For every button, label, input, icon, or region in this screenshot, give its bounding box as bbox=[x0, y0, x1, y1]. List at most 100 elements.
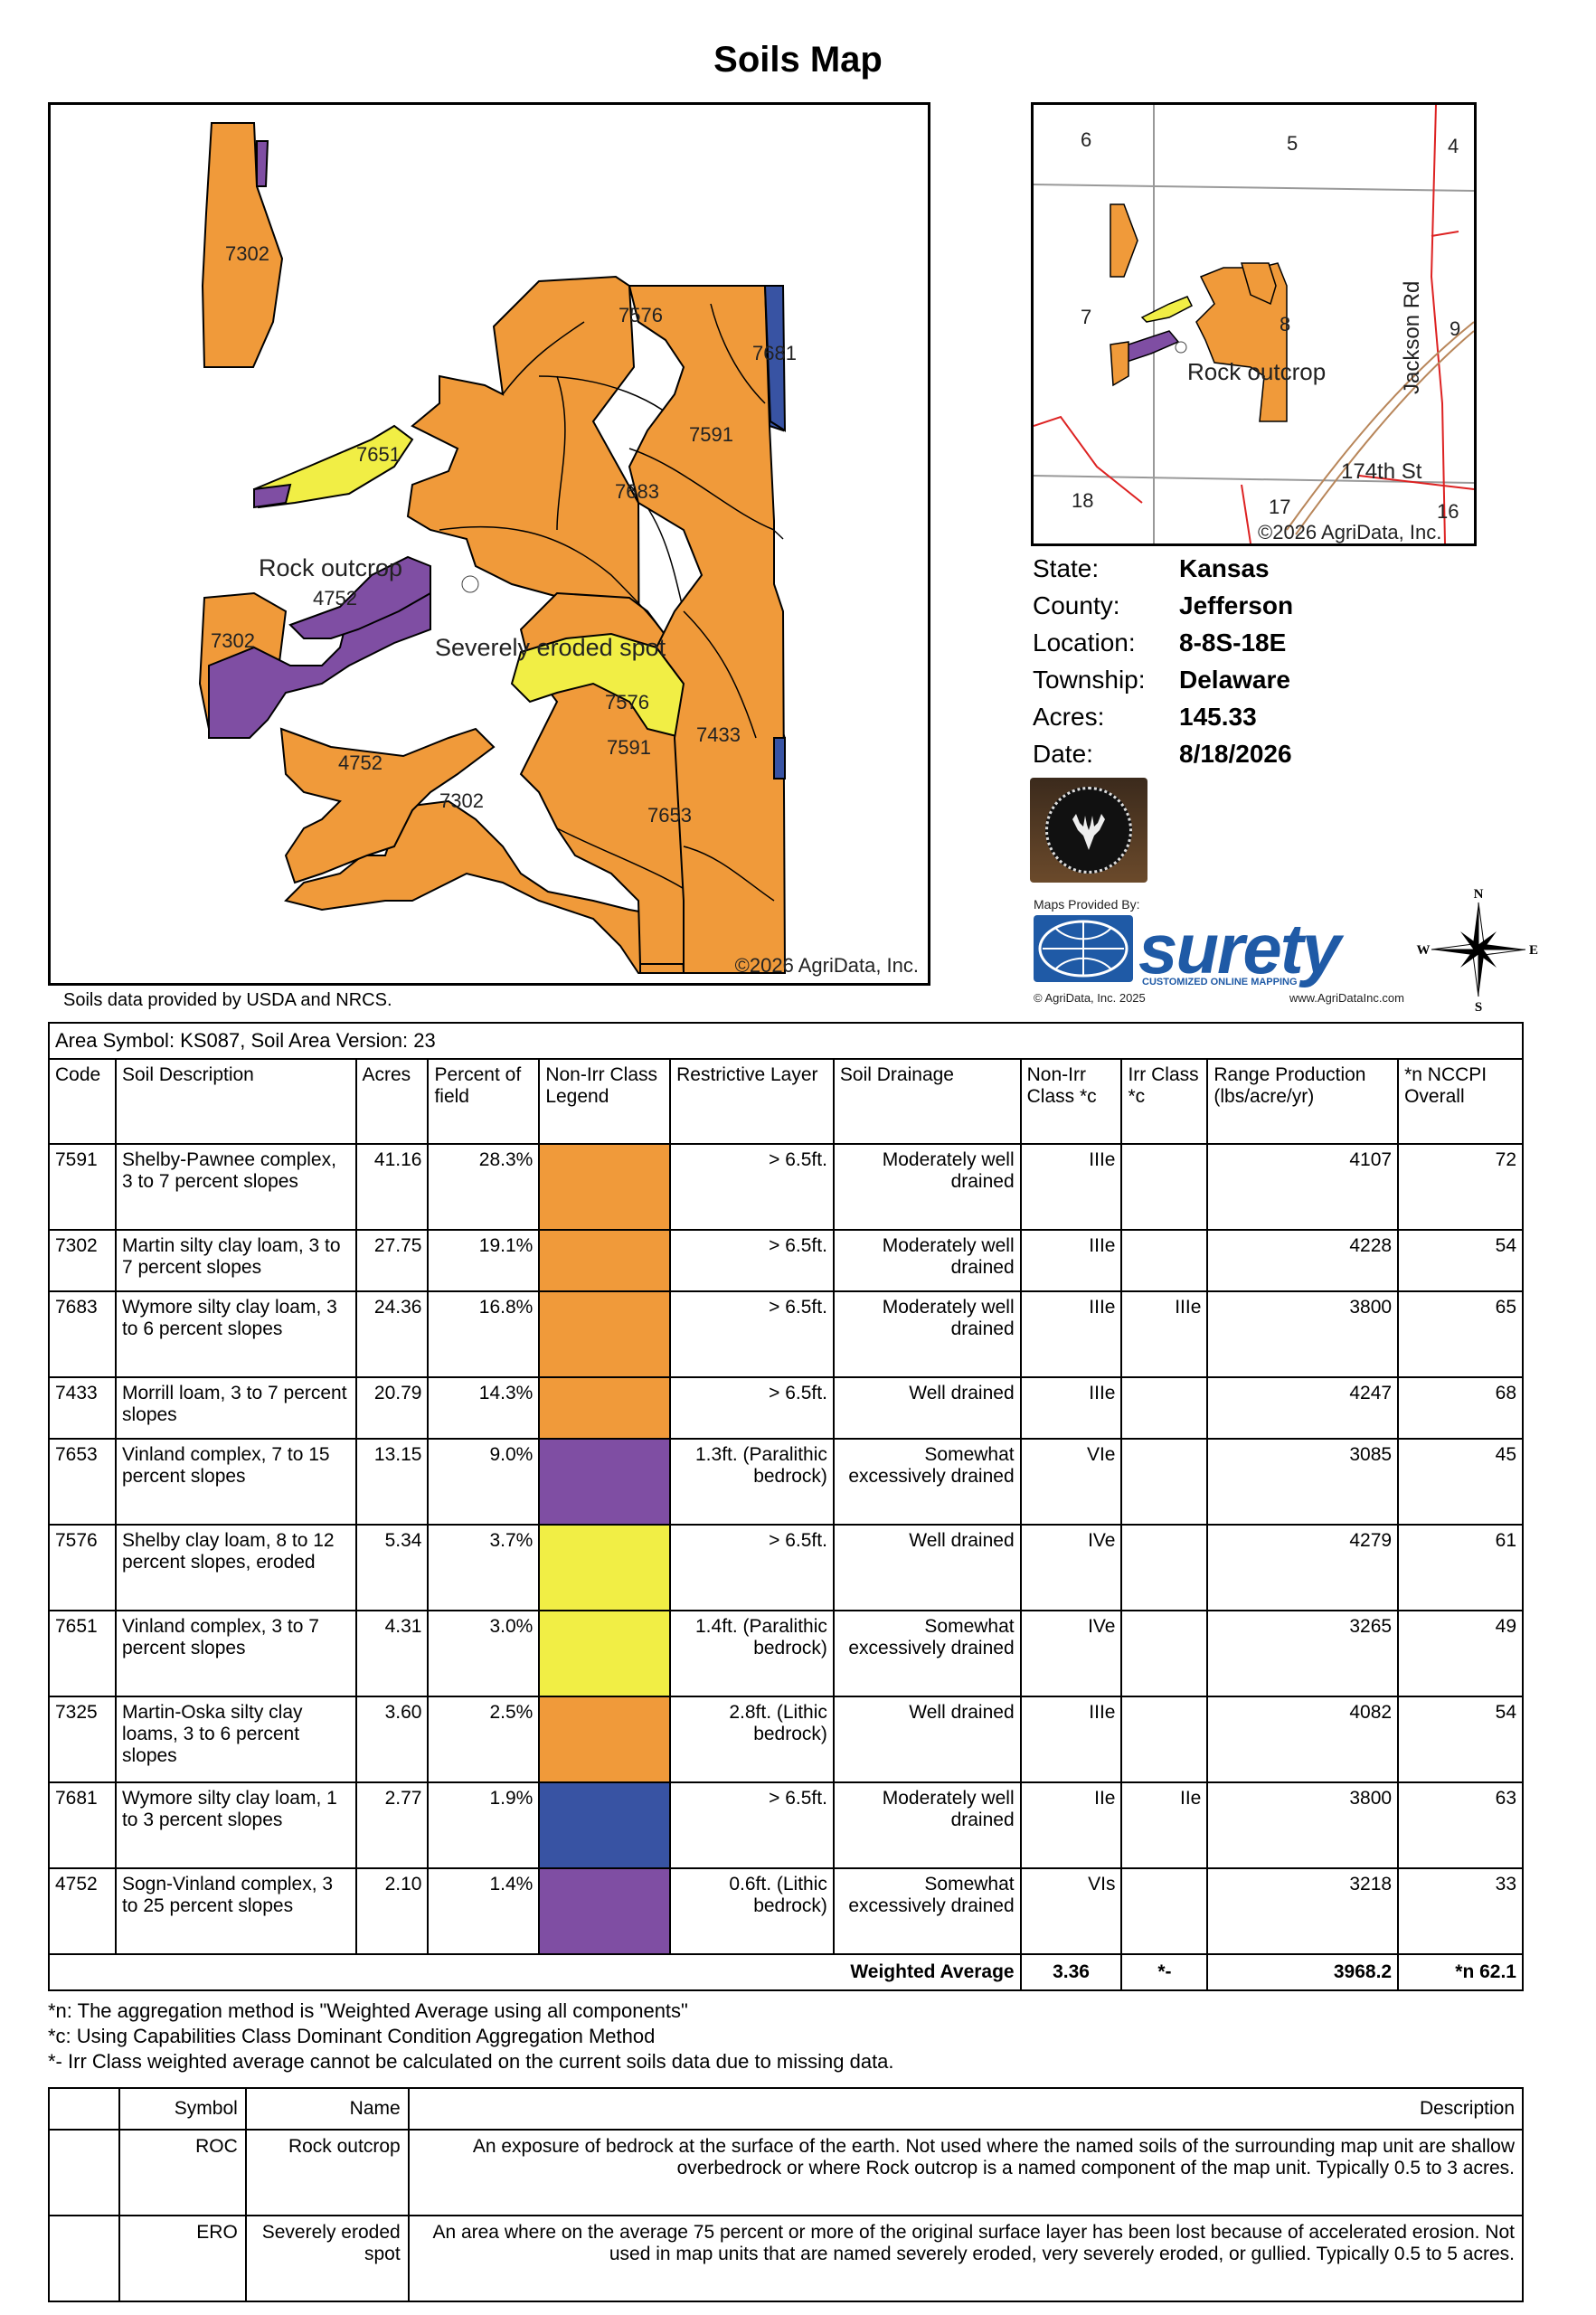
soil-drainage: Well drained bbox=[832, 1696, 1022, 1783]
info-row-location: Location: 8-8S-18E bbox=[1033, 624, 1485, 661]
info-label: State: bbox=[1033, 553, 1100, 582]
inset-section-4: 4 bbox=[1448, 135, 1459, 157]
inset-section-6: 6 bbox=[1081, 128, 1092, 151]
table-header-row: Code Soil Description Acres Percent of f… bbox=[48, 1058, 1524, 1145]
legend-symbol: ERO bbox=[118, 2215, 247, 2302]
soil-irr-class bbox=[1120, 1610, 1209, 1697]
soil-nccpi: 68 bbox=[1397, 1376, 1524, 1440]
soil-acres: 4.31 bbox=[354, 1610, 430, 1697]
soil-nonirr-class: IVe bbox=[1019, 1524, 1123, 1611]
soil-description: Vinland complex, 3 to 7 percent slopes bbox=[114, 1610, 357, 1697]
inset-section-16: 16 bbox=[1437, 500, 1459, 523]
soil-nccpi: 33 bbox=[1397, 1867, 1524, 1955]
soil-range-production: 4247 bbox=[1206, 1376, 1400, 1440]
provider-title: Maps Provided By: bbox=[1034, 897, 1140, 912]
info-value: 8-8S-18E bbox=[1179, 628, 1287, 657]
soil-unit-7576-south bbox=[510, 632, 694, 740]
soil-drainage: Well drained bbox=[832, 1524, 1022, 1611]
info-row-township: Township: Delaware bbox=[1033, 661, 1485, 698]
soil-restrictive-layer: > 6.5ft. bbox=[669, 1290, 835, 1378]
col-acres: Acres bbox=[354, 1058, 430, 1145]
footnotes: *n: The aggregation method is "Weighted … bbox=[48, 1998, 894, 2074]
soil-unit-7651-purple bbox=[253, 483, 292, 509]
col-range-production: Range Production (lbs/acre/yr) bbox=[1206, 1058, 1400, 1145]
soil-drainage: Moderately well drained bbox=[832, 1143, 1022, 1231]
soil-restrictive-layer: 1.4ft. (Paralithic bedrock) bbox=[669, 1610, 835, 1697]
soil-code: 7302 bbox=[48, 1229, 117, 1292]
col-nccpi: *n NCCPI Overall bbox=[1397, 1058, 1524, 1145]
map-label-7683: 7683 bbox=[615, 480, 659, 503]
footnote-c: *c: Using Capabilities Class Dominant Co… bbox=[48, 2025, 656, 2047]
info-label: Location: bbox=[1033, 628, 1136, 657]
soil-nccpi: 61 bbox=[1397, 1524, 1524, 1611]
soil-nonirr-class: VIs bbox=[1019, 1867, 1123, 1955]
soil-nccpi: 45 bbox=[1397, 1438, 1524, 1526]
soil-nonirr-class: IIIe bbox=[1019, 1143, 1123, 1231]
inset-section-8: 8 bbox=[1280, 313, 1291, 335]
soil-restrictive-layer: 0.6ft. (Lithic bedrock) bbox=[669, 1867, 835, 1955]
map-label-7576: 7576 bbox=[619, 304, 663, 326]
soil-irr-class bbox=[1120, 1376, 1209, 1440]
soil-description: Wymore silty clay loam, 3 to 6 percent s… bbox=[114, 1290, 357, 1378]
soil-acres: 20.79 bbox=[354, 1376, 430, 1440]
surety-wordmark: surety bbox=[1138, 909, 1341, 988]
legend-col-name: Name bbox=[244, 2087, 410, 2131]
provider-url[interactable]: www.AgriDataInc.com bbox=[1289, 991, 1404, 1005]
legend-name: Rock outcrop bbox=[244, 2129, 410, 2216]
soil-drainage: Well drained bbox=[832, 1376, 1022, 1440]
soil-description: Shelby-Pawnee complex, 3 to 7 percent sl… bbox=[114, 1143, 357, 1231]
map-symbol-legend-table: Symbol Name Description ROC Rock outcrop… bbox=[48, 2087, 1525, 2302]
soil-nonirr-class: IIIe bbox=[1019, 1376, 1123, 1440]
main-soils-map[interactable]: 7302 7576 7681 7651 7591 7683 Rock outcr… bbox=[48, 102, 930, 986]
soil-description: Vinland complex, 7 to 15 percent slopes bbox=[114, 1438, 357, 1526]
soil-percent: 28.3% bbox=[427, 1143, 541, 1231]
soil-class-swatch bbox=[538, 1696, 672, 1783]
soil-range-production: 3265 bbox=[1206, 1610, 1400, 1697]
soil-percent: 2.5% bbox=[427, 1696, 541, 1783]
legend-description: An exposure of bedrock at the surface of… bbox=[407, 2129, 1525, 2216]
provider-copyright: © AgriData, Inc. 2025 bbox=[1034, 991, 1146, 1005]
soil-acres: 3.60 bbox=[354, 1696, 430, 1783]
soil-range-production: 4279 bbox=[1206, 1524, 1400, 1611]
soil-range-production: 4107 bbox=[1206, 1143, 1400, 1231]
soil-acres: 24.36 bbox=[354, 1290, 430, 1378]
area-symbol-row: Area Symbol: KS087, Soil Area Version: 2… bbox=[48, 1022, 1524, 1060]
info-row-state: State: Kansas bbox=[1033, 550, 1485, 587]
legend-description: An area where on the average 75 percent … bbox=[407, 2215, 1525, 2302]
soil-summary-table: Area Symbol: KS087, Soil Area Version: 2… bbox=[48, 1022, 1524, 1991]
soil-class-swatch bbox=[538, 1229, 672, 1292]
col-description: Soil Description bbox=[114, 1058, 357, 1145]
map-label-4752: 4752 bbox=[313, 587, 357, 609]
compass-n: N bbox=[1474, 887, 1484, 902]
soil-percent: 3.7% bbox=[427, 1524, 541, 1611]
soil-irr-class bbox=[1120, 1524, 1209, 1611]
soil-irr-class: IIe bbox=[1120, 1781, 1209, 1869]
legend-row: ROC Rock outcrop An exposure of bedrock … bbox=[48, 2129, 1525, 2216]
soil-nonirr-class: IVe bbox=[1019, 1610, 1123, 1697]
soil-description: Sogn-Vinland complex, 3 to 25 percent sl… bbox=[114, 1867, 357, 1955]
soil-irr-class bbox=[1120, 1229, 1209, 1292]
map-label-severely-eroded: Severely eroded spot bbox=[435, 634, 666, 661]
soil-class-swatch bbox=[538, 1376, 672, 1440]
footnote-n: *n: The aggregation method is "Weighted … bbox=[48, 1999, 688, 2022]
soil-restrictive-layer: > 6.5ft. bbox=[669, 1376, 835, 1440]
soil-code: 7591 bbox=[48, 1143, 117, 1231]
legend-header-row: Symbol Name Description bbox=[48, 2087, 1525, 2131]
soil-drainage: Moderately well drained bbox=[832, 1781, 1022, 1869]
soil-class-swatch bbox=[538, 1610, 672, 1697]
weighted-nonirr: 3.36 bbox=[1019, 1953, 1123, 1991]
inset-location-map[interactable]: 6 5 4 7 8 9 18 17 16 Rock outcrop Jackso… bbox=[1031, 102, 1477, 546]
inset-map-graphics bbox=[1034, 105, 1474, 543]
provider-footer: © AgriData, Inc. 2025 www.AgriDataInc.co… bbox=[1034, 991, 1404, 1005]
col-nonirr-class: Non-Irr Class *c bbox=[1019, 1058, 1123, 1145]
compass-rose-icon: N S E W bbox=[1415, 886, 1542, 1015]
soil-drainage: Somewhat excessively drained bbox=[832, 1867, 1022, 1955]
soil-percent: 9.0% bbox=[427, 1438, 541, 1526]
soil-restrictive-layer: > 6.5ft. bbox=[669, 1781, 835, 1869]
soil-restrictive-layer: > 6.5ft. bbox=[669, 1143, 835, 1231]
legend-symbol: ROC bbox=[118, 2129, 247, 2216]
